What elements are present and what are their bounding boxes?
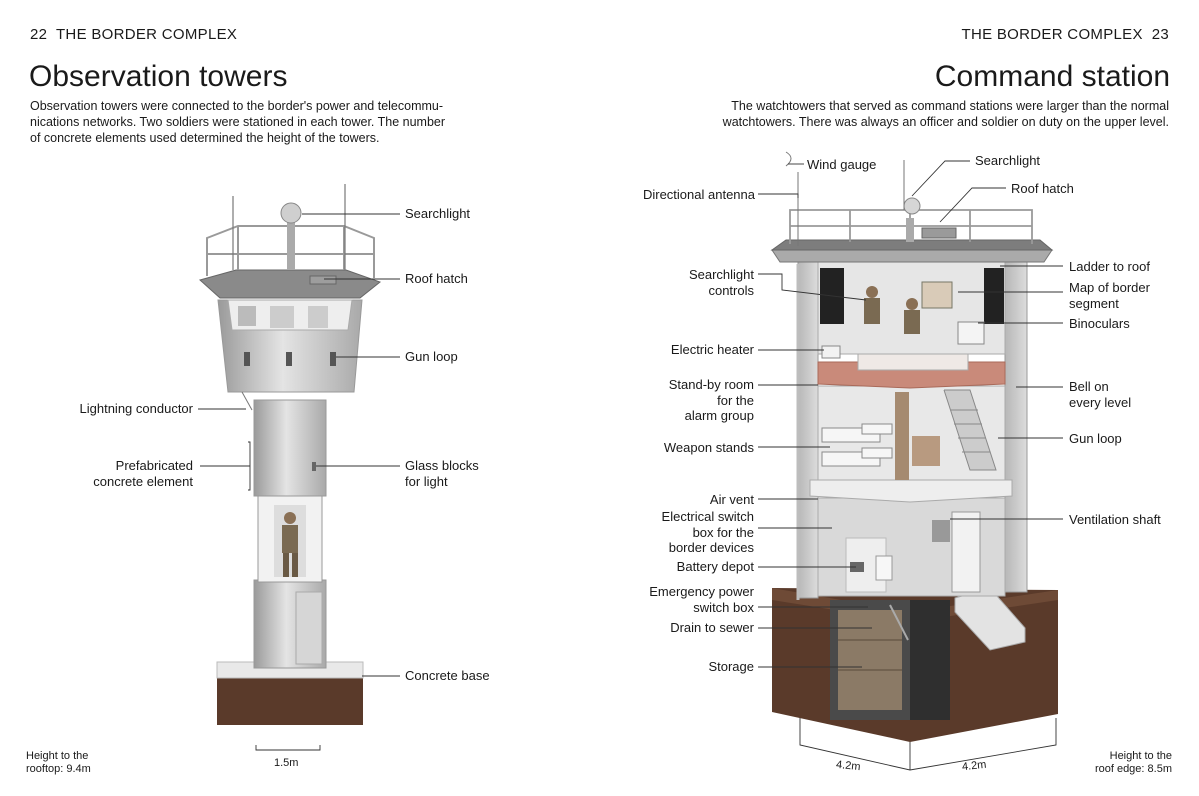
right-page-title: Command station (934, 60, 1170, 93)
label-bell: Bell on every level (1069, 379, 1131, 410)
label-weapon-stands: Weapon stands (663, 440, 754, 455)
label-ventilation-shaft: Ventilation shaft (1069, 512, 1161, 527)
right-intro: The watchtowers that served as command s… (723, 98, 1169, 130)
left-intro-line: nications networks. Two soldiers were st… (30, 115, 446, 129)
label-line: Prefabricated (115, 458, 193, 473)
label-line: switch box (693, 599, 754, 615)
label-wind-gauge: Wind gauge (807, 157, 877, 172)
label-line: segment (1069, 295, 1119, 311)
note-line: Height to the (1109, 750, 1172, 762)
label-searchlight: Searchlight (405, 206, 471, 221)
label-air-vent: Air vent (709, 492, 754, 507)
label-line: controls (708, 282, 754, 298)
label-concrete-base: Concrete base (405, 668, 490, 683)
left-intro-line: of concrete elements used determined the… (30, 131, 380, 145)
label-line: for light (405, 473, 448, 489)
left-page-number: 22 (30, 26, 48, 43)
label-prefab-concrete: Prefabricated concrete element (93, 458, 193, 489)
label-line: Glass blocks (405, 458, 479, 473)
label-line: Electrical switch (661, 509, 754, 524)
observation-tower-illustration (198, 184, 382, 725)
label-gun-loop-cs: Gun loop (1069, 431, 1122, 446)
right-intro-line: watchtowers. There was always an officer… (722, 115, 1169, 129)
label-battery-depot: Battery depot (676, 559, 754, 574)
label-glass-blocks: Glass blocks for light (405, 458, 479, 489)
label-roof-hatch-cs: Roof hatch (1011, 181, 1074, 196)
label-line: Bell on (1069, 379, 1109, 394)
scale-bar-label: 1.5m (274, 757, 299, 769)
label-ladder-to-roof: Ladder to roof (1069, 259, 1150, 274)
label-line: every level (1069, 394, 1132, 410)
right-head-text: THE BORDER COMPLEX (961, 26, 1143, 43)
left-running-head: 22 THE BORDER COMPLEX (30, 26, 237, 43)
right-height-note: Height to the roof edge: 8.5m (1095, 750, 1172, 776)
label-standby-room: Stand-by room for the alarm group (669, 377, 754, 424)
label-line: Emergency power (649, 584, 754, 599)
label-electric-heater: Electric heater (670, 342, 754, 357)
left-height-note: Height to the rooftop: 9.4m (26, 750, 91, 776)
left-intro-line: Observation towers were connected to the… (30, 99, 444, 113)
label-directional-antenna: Directional antenna (642, 187, 755, 202)
label-drain-to-sewer: Drain to sewer (670, 620, 754, 635)
left-intro: Observation towers were connected to the… (30, 98, 445, 146)
label-gun-loop: Gun loop (405, 349, 458, 364)
label-searchlight-controls: Searchlight controls (689, 267, 754, 298)
note-line: roof edge: 8.5m (1094, 763, 1172, 775)
label-line: Searchlight (688, 267, 754, 282)
label-line: box for the (692, 524, 754, 540)
label-map-of-border: Map of border segment (1069, 280, 1150, 311)
label-line: Stand-by room (668, 377, 754, 392)
label-line: for the (717, 392, 754, 408)
label-line: border devices (668, 540, 754, 555)
label-emergency-power: Emergency power switch box (649, 584, 754, 615)
right-running-head: THE BORDER COMPLEX 23 (962, 26, 1170, 43)
dimension-right: 4.2m (961, 758, 987, 774)
right-page-number: 23 (1151, 26, 1169, 43)
dimension-left: 4.2m (835, 758, 862, 774)
note-line: rooftop: 9.4m (26, 763, 91, 775)
note-line: Height to the (26, 750, 89, 762)
left-head-text: THE BORDER COMPLEX (55, 26, 238, 43)
label-roof-hatch: Roof hatch (405, 271, 468, 286)
label-line: Map of border (1069, 280, 1150, 295)
right-intro-line: The watchtowers that served as command s… (731, 99, 1169, 113)
label-binoculars: Binoculars (1069, 316, 1130, 331)
label-lightning-conductor: Lightning conductor (79, 401, 193, 416)
right-leader-lines (758, 160, 1063, 771)
left-page-title: Observation towers (29, 60, 288, 93)
label-searchlight-cs: Searchlight (975, 153, 1041, 168)
label-electrical-switch-box: Electrical switch box for the border dev… (662, 509, 754, 556)
label-storage: Storage (708, 659, 754, 674)
label-line: alarm group (684, 408, 754, 423)
command-station-illustration (770, 151, 1058, 742)
left-leader-lines (198, 213, 400, 751)
label-line: concrete element (93, 473, 193, 489)
